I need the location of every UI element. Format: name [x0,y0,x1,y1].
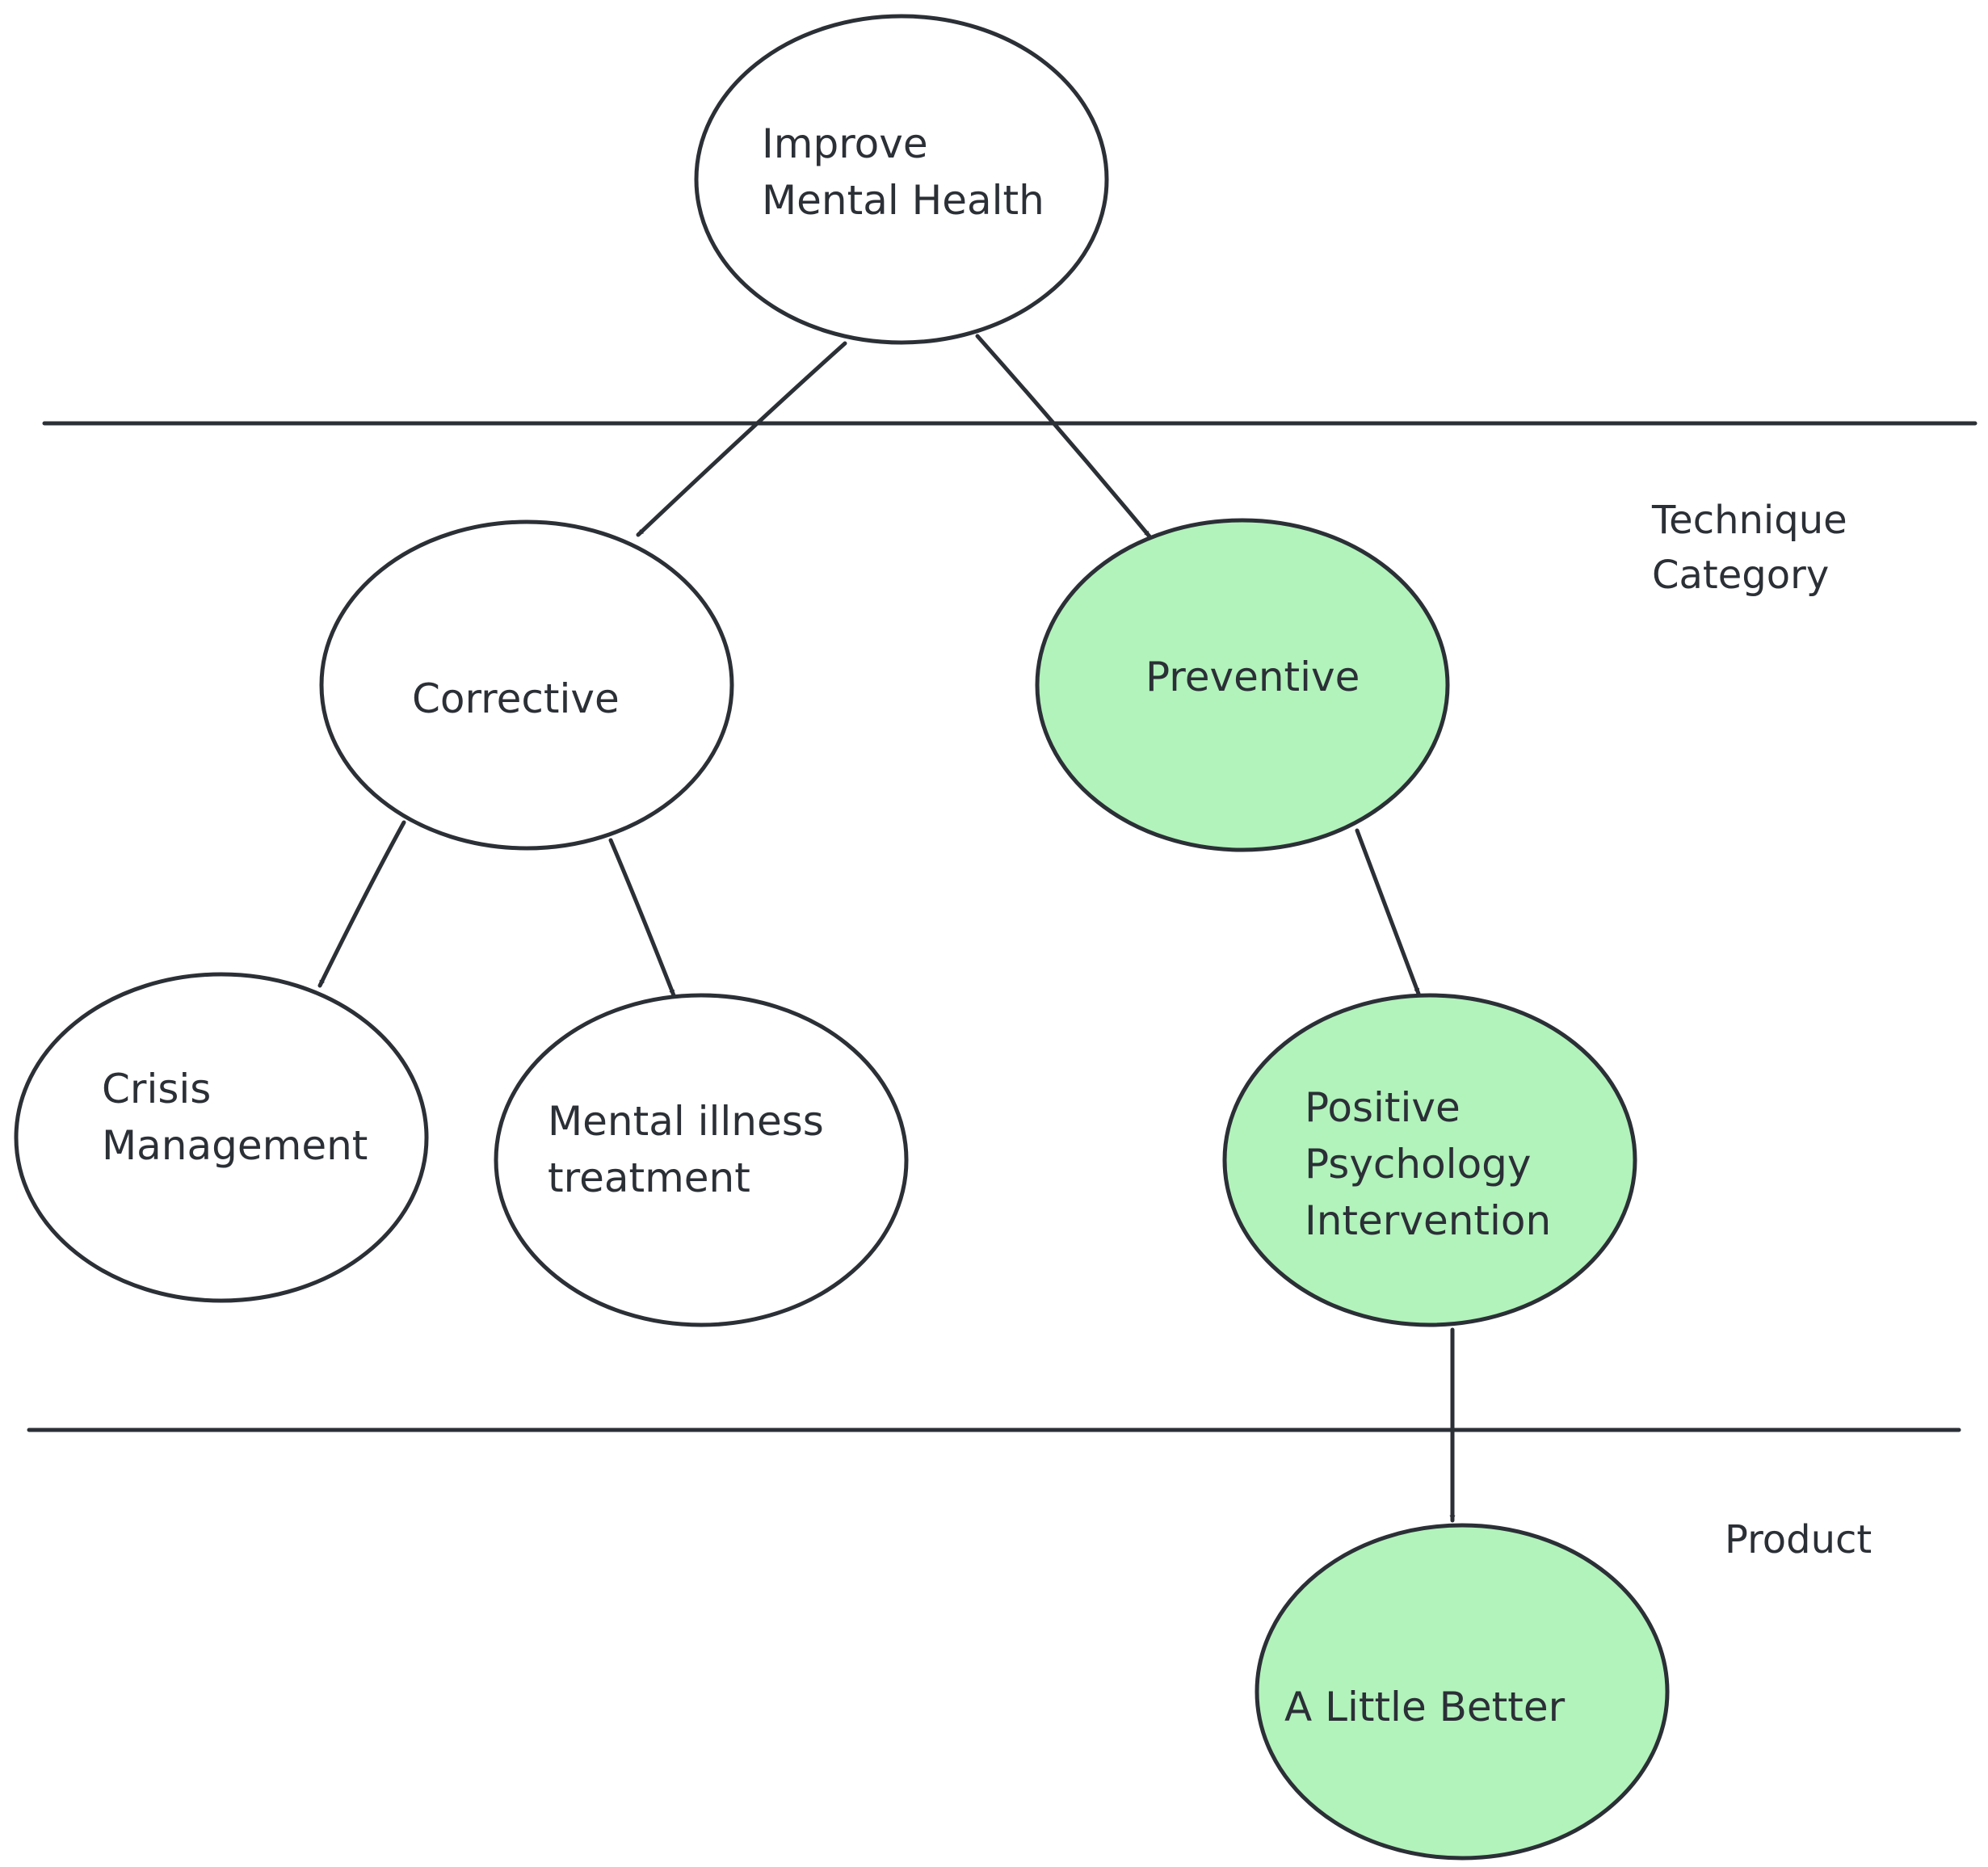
region-label-technique: Technique Category [1651,498,1860,598]
node-label: Improve Mental Health [762,120,1044,224]
node-label: A Little Better [1284,1684,1566,1730]
edge-corrective-to-crisis [317,820,406,988]
node-ellipse [1222,993,1637,1327]
edge-preventive-to-positive [1355,828,1421,996]
node-ellipse [494,993,909,1327]
node-label: Preventive [1145,654,1360,700]
region-label-technique-line: Technique [1651,498,1847,543]
node-label-line: Mental illness [548,1098,824,1145]
region-label-product-line: Product [1725,1517,1872,1562]
node-ellipse [319,519,734,851]
node-label-line: Corrective [412,675,620,722]
node-crisis-management[interactable]: Crisis Management [14,972,429,1303]
edge-improve-to-corrective [636,341,847,537]
node-label: Crisis Management [102,1066,368,1169]
node-label: Mental illness treatment [548,1098,837,1201]
node-label: Positive Psychology Intervention [1305,1084,1551,1244]
node-preventive[interactable]: Preventive [1035,518,1450,852]
node-positive-psychology-intervention[interactable]: Positive Psychology Intervention [1222,993,1637,1327]
node-label-line: A Little Better [1284,1684,1566,1730]
node-corrective[interactable]: Corrective [319,519,734,851]
node-ellipse [1035,518,1450,852]
node-mental-illness-treatment[interactable]: Mental illness treatment [494,993,909,1327]
node-label-line: Crisis [102,1066,211,1112]
node-label-line: Psychology [1305,1141,1532,1188]
region-label-technique-line: Category [1652,553,1829,598]
node-label-line: Intervention [1305,1197,1551,1244]
node-ellipse [14,972,429,1303]
node-improve-mental-health[interactable]: Improve Mental Health [694,14,1109,345]
node-ellipse [1255,1523,1670,1861]
node-ellipse [694,14,1109,345]
edge-corrective-to-illness [608,838,676,998]
edge-improve-to-preventive [975,334,1152,539]
node-label-line: Preventive [1145,654,1360,700]
node-label-line: Improve [762,120,928,167]
node-label-line: Mental Health [762,177,1044,224]
region-label-product: Product [1725,1517,1872,1562]
node-label: Corrective [412,675,620,722]
node-label-line: Management [102,1122,368,1169]
node-a-little-better[interactable]: A Little Better [1255,1523,1670,1861]
node-label-line: treatment [548,1154,750,1201]
edges [317,334,1456,1523]
node-label-line: Positive [1305,1084,1461,1131]
